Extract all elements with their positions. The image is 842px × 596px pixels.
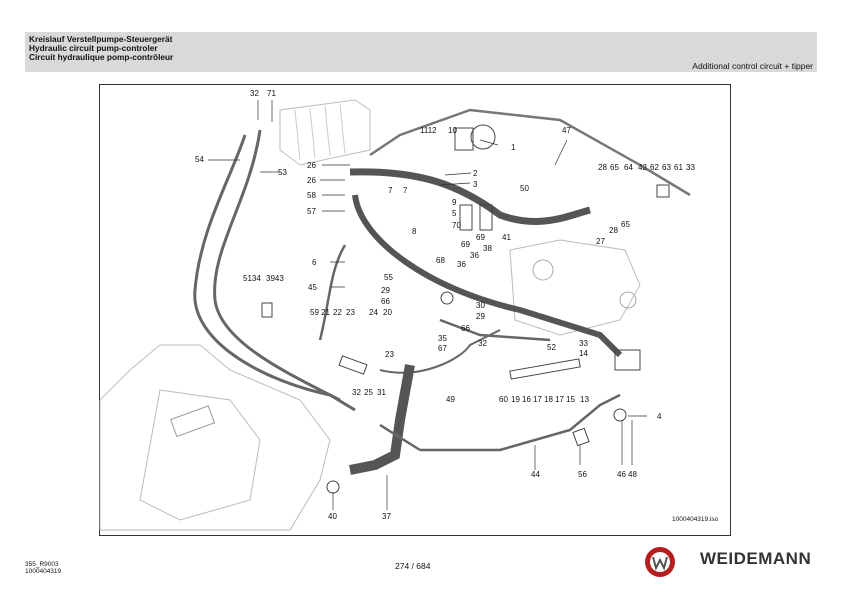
callout: 3 [473, 180, 478, 189]
callout: 55 [384, 273, 393, 282]
callout: 7 [388, 186, 393, 195]
callout: 59 [310, 308, 319, 317]
callout: 25 [364, 388, 373, 397]
callout: 17 [533, 395, 542, 404]
callout: 52 [547, 343, 556, 352]
weidemann-logo-icon [645, 547, 675, 577]
callout: 71 [267, 89, 276, 98]
callout: 29 [476, 312, 485, 321]
subtitle: Additional control circuit + tipper [692, 61, 813, 71]
callout: 36 [470, 251, 479, 260]
callout: 54 [195, 155, 204, 164]
callout: 23 [385, 350, 394, 359]
callout: 7 [403, 186, 408, 195]
callout: 1112 [420, 126, 437, 135]
callout: 23 [346, 308, 355, 317]
callout: 10 [448, 126, 457, 135]
callout: 6 [312, 258, 317, 267]
callout: 28 [609, 226, 618, 235]
doc-number: 1000404319 [25, 568, 62, 575]
callout: 65 [621, 220, 630, 229]
callout: 26 [307, 176, 316, 185]
callout: 47 [562, 126, 571, 135]
title-english: Hydraulic circuit pump-controler [29, 43, 158, 53]
callout: 45 [308, 283, 317, 292]
callout: 24 [369, 308, 378, 317]
callout: 40 [328, 512, 337, 521]
callout: 1 [511, 143, 516, 152]
callout: 38 [483, 244, 492, 253]
title-french: Circuit hydraulique pomp-contrôleur [29, 52, 174, 62]
callout: 70 [452, 221, 461, 230]
callout: 4 [657, 412, 662, 421]
callout-numbers: 32 71 1112 10 47 1 54 53 26 2 26 3 50 28… [195, 89, 719, 523]
callout: 36 [457, 260, 466, 269]
callout: 32 [478, 339, 487, 348]
callout: 2 [473, 169, 478, 178]
callout: 8 [412, 227, 417, 236]
page-number: 274 / 684 [395, 561, 431, 571]
callout: 56 [578, 470, 587, 479]
callout: 41 [502, 233, 511, 242]
callout: 5 [452, 209, 457, 218]
callout: 49 [446, 395, 455, 404]
callout: 53 [278, 168, 287, 177]
callout: 26 [307, 161, 316, 170]
callout: 22 [333, 308, 342, 317]
callout: 63 [662, 163, 671, 172]
callout: 58 [307, 191, 316, 200]
callout: 16 [522, 395, 531, 404]
callout: 18 [544, 395, 553, 404]
brand-name: WEIDEMANN [700, 549, 812, 568]
callout: 20 [383, 308, 392, 317]
callout: 60 [499, 395, 508, 404]
callout: 14 [579, 349, 588, 358]
callout: 65 [610, 163, 619, 172]
callout: 50 [520, 184, 529, 193]
diagram-frame [99, 84, 731, 536]
callout: 33 [579, 339, 588, 348]
callout: 68 [436, 256, 445, 265]
doc-code: 355_R9003 [25, 561, 59, 568]
callout: 31 [377, 388, 386, 397]
callout: 42 [638, 163, 647, 172]
callout: 27 [596, 237, 605, 246]
callout: 64 [624, 163, 633, 172]
callout: 33 [686, 163, 695, 172]
callout: 9 [452, 198, 457, 207]
callout: 66 [461, 324, 470, 333]
callout: 28 [598, 163, 607, 172]
callout: 32 [250, 89, 259, 98]
callout: 21 [321, 308, 330, 317]
callout: 19 [511, 395, 520, 404]
callout: 30 [476, 301, 485, 310]
callout: 44 [531, 470, 540, 479]
title-german: Kreislauf Verstellpumpe-Steuergerät [29, 34, 173, 44]
callout: 17 [555, 395, 564, 404]
callout: 46 [617, 470, 626, 479]
image-id: 1000404319.iso [672, 516, 719, 523]
callout: 48 [628, 470, 637, 479]
callout: 69 [461, 240, 470, 249]
callout: 69 [476, 233, 485, 242]
callout: 3943 [266, 274, 284, 283]
callout: 57 [307, 207, 316, 216]
callout: 13 [580, 395, 589, 404]
callout: 32 [352, 388, 361, 397]
callout: 67 [438, 344, 447, 353]
callout: 61 [674, 163, 683, 172]
callout: 66 [381, 297, 390, 306]
callout: 37 [382, 512, 391, 521]
callout: 29 [381, 286, 390, 295]
header-bar: Kreislauf Verstellpumpe-Steuergerät Hydr… [25, 32, 817, 72]
callout: 35 [438, 334, 447, 343]
callout: 62 [650, 163, 659, 172]
callout: 15 [566, 395, 575, 404]
callout: 5134 [243, 274, 261, 283]
